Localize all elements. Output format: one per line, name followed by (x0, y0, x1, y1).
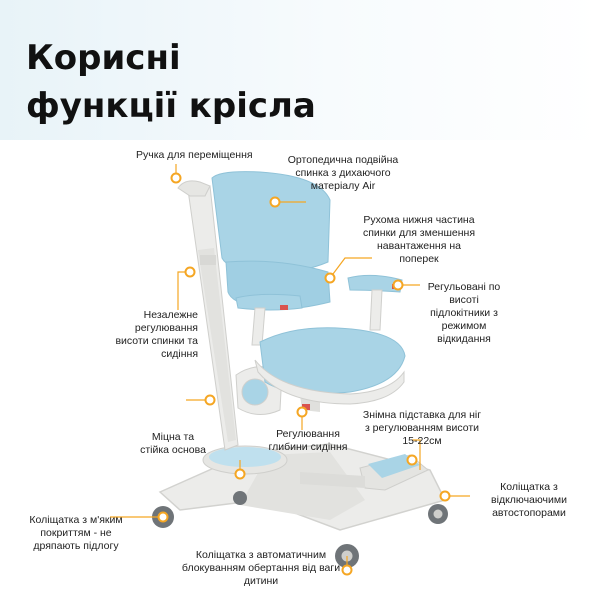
label-brakes: Коліщатка з відключаючими автостопорами (491, 481, 567, 519)
title-line-1: Корисні (26, 38, 181, 78)
label-height-adjust: Незалежне регулювання висоти спинки та с… (115, 309, 198, 360)
label-backrest: Ортопедична подвійна спинка з дихаючого … (287, 154, 399, 192)
page-title: Корисні функції крісла (26, 34, 316, 130)
label-lower-back: Рухома нижня частина спинки для зменшенн… (362, 214, 476, 265)
label-armrests: Регульовані по висоті підлокітники з реж… (427, 281, 501, 345)
header-background (0, 0, 600, 140)
label-seat-depth: Регулювання глибини сидіння (268, 428, 348, 453)
seat (254, 327, 406, 405)
label-base: Міцна та стійка основа (140, 431, 206, 456)
label-handle: Ручка для переміщення (136, 149, 253, 161)
label-soft-wheels: Коліщатка з м'яким покриттям - не дряпаю… (29, 514, 123, 552)
label-footrest: Знімна підставка для ніг з регулюванням … (362, 409, 482, 447)
title-line-2: функції крісла (26, 86, 316, 126)
label-lock-wheels: Коліщатка з автоматичним блокуванням обе… (181, 549, 341, 587)
callout-dots (157, 172, 451, 576)
armrests (235, 274, 403, 346)
